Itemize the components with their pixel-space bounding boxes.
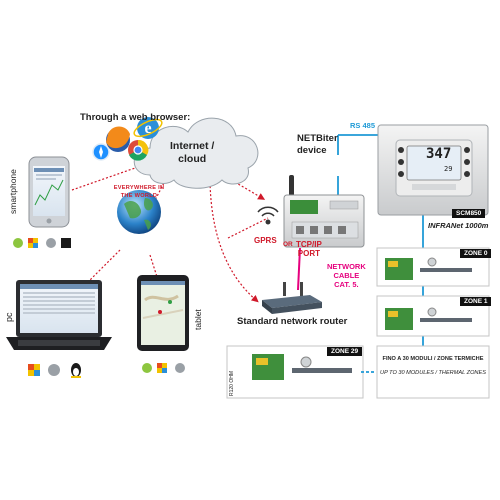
blackberry-icon bbox=[61, 238, 71, 248]
svg-text:e: e bbox=[144, 120, 151, 137]
windows-icon bbox=[28, 364, 40, 376]
chrome-icon bbox=[128, 139, 149, 161]
netbiter-label: NETBiter device bbox=[297, 133, 338, 156]
safari-icon bbox=[92, 143, 110, 161]
apple-icon bbox=[175, 363, 185, 373]
scm850-tag: SCM850 bbox=[452, 209, 486, 218]
display-digits: 347 bbox=[426, 146, 452, 162]
link-globe-pc bbox=[87, 249, 121, 283]
router-device bbox=[262, 282, 322, 314]
pc-device bbox=[6, 280, 112, 350]
firefox-icon bbox=[106, 126, 130, 152]
ie-icon: e bbox=[133, 117, 163, 139]
windows-icon bbox=[28, 238, 38, 248]
pc-label: pc bbox=[4, 312, 14, 322]
zone-0-tag: ZONE 0 bbox=[460, 249, 492, 258]
link-gprs bbox=[227, 217, 269, 239]
or-label: OR bbox=[283, 241, 293, 248]
windows-icon bbox=[157, 363, 167, 373]
infranet-label: INFRANet 1000m bbox=[428, 221, 489, 230]
rs485-label: RS 485 bbox=[350, 121, 376, 130]
tablet-label: tablet bbox=[193, 309, 203, 330]
android-icon bbox=[13, 238, 23, 248]
everywhere-label: EVERYWHERE IN THE WORLD bbox=[113, 185, 165, 199]
android-icon bbox=[142, 363, 152, 373]
os-icons-tablet bbox=[142, 363, 185, 373]
netbiter-device bbox=[283, 175, 365, 248]
os-icons-pc bbox=[28, 363, 81, 378]
apple-icon bbox=[46, 238, 56, 248]
cloud-label: Internet / cloud bbox=[170, 140, 215, 165]
scm850-controller bbox=[377, 124, 489, 216]
web-browser-label: Through a web browser: bbox=[80, 112, 191, 123]
browser-icons: e bbox=[92, 117, 163, 161]
linux-icon bbox=[71, 363, 81, 378]
zone-1-tag: ZONE 1 bbox=[460, 297, 492, 306]
modules-en-label: UP TO 30 MODULES / THERMAL ZONES bbox=[380, 370, 486, 376]
link-cloud-netbiter bbox=[227, 177, 266, 200]
smartphone-device bbox=[28, 156, 70, 228]
network-cable-label: NETWORK CABLE CAT. 5. bbox=[327, 262, 366, 289]
os-icons-smartphone bbox=[13, 238, 71, 248]
modules-it-label: FINO A 30 MODULI / ZONE TERMICHE bbox=[382, 356, 484, 362]
network-cable-line bbox=[297, 247, 301, 291]
globe-icon bbox=[117, 190, 161, 234]
rs485-bus bbox=[337, 134, 424, 346]
link-smartphone-cloud bbox=[71, 159, 159, 191]
display-small: 29 bbox=[444, 165, 453, 173]
link-cloud-router bbox=[209, 181, 259, 303]
smartphone-label: smartphone bbox=[8, 169, 18, 214]
tcpip-label: TCP/IP PORT bbox=[296, 240, 322, 258]
apple-icon bbox=[48, 364, 60, 376]
router-label: Standard network router bbox=[237, 316, 348, 327]
cloud-shape bbox=[133, 117, 259, 189]
wifi-signal-icon bbox=[257, 206, 279, 225]
zone-29-tag: ZONE 29 bbox=[327, 347, 363, 356]
r120-label: R120 OHM bbox=[229, 370, 235, 396]
gprs-label: GPRS bbox=[254, 236, 277, 245]
modules-info-box bbox=[376, 345, 490, 399]
tablet-device bbox=[137, 275, 189, 351]
